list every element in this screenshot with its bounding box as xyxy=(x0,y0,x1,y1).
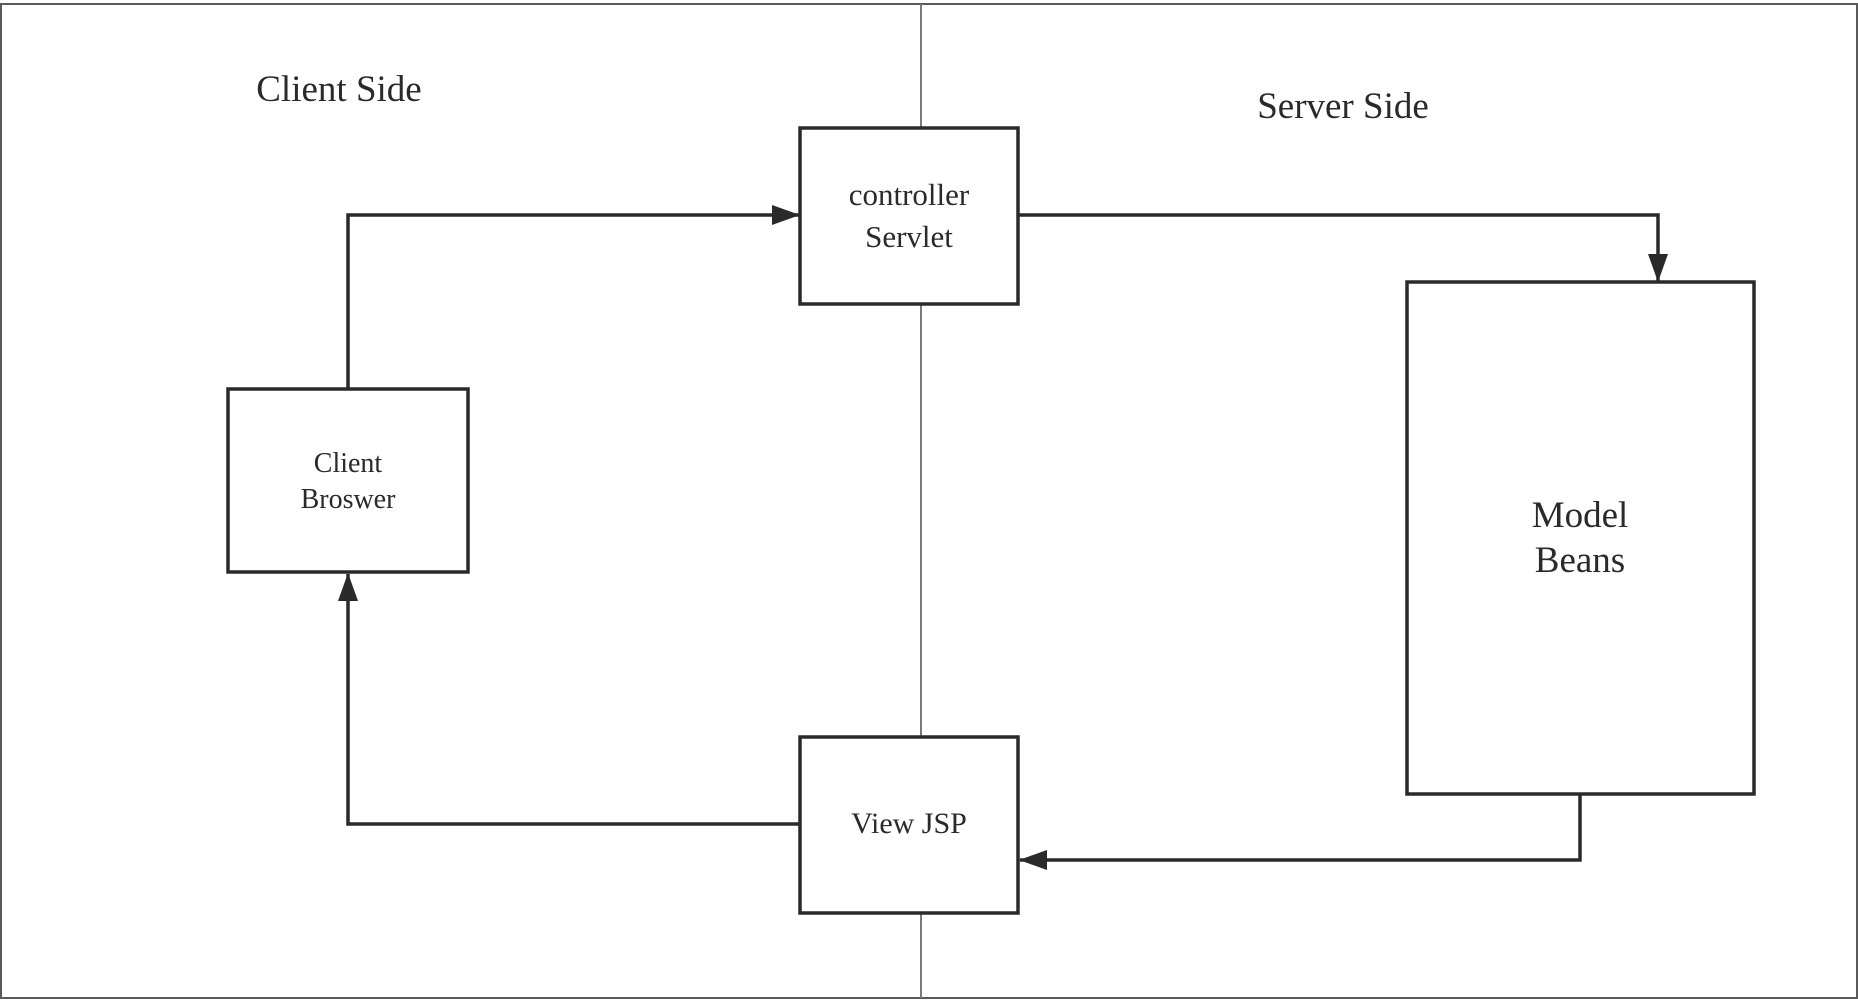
client-side-label: Client Side xyxy=(256,69,421,110)
view-jsp-label: View JSP xyxy=(851,807,967,840)
model-beans-node[interactable]: Model Beans xyxy=(1405,280,1756,796)
browser-label: Broswer xyxy=(301,484,397,515)
server-side-label: Server Side xyxy=(1257,86,1429,127)
edge-model-to-view xyxy=(1019,795,1582,870)
model-beans-box xyxy=(1405,280,1756,796)
model-label: Model xyxy=(1532,495,1629,536)
servlet-label: Servlet xyxy=(865,219,953,254)
controller-label: controller xyxy=(849,177,970,212)
controller-servlet-node[interactable]: controller Servlet xyxy=(798,126,1020,306)
edge-controller-to-model xyxy=(1018,213,1668,282)
client-browser-box xyxy=(226,387,470,574)
view-jsp-box xyxy=(798,735,1020,915)
edge-browser-to-controller xyxy=(346,205,800,388)
beans-label: Beans xyxy=(1535,540,1625,581)
edge-view-to-browser xyxy=(338,573,800,826)
diagram-frame xyxy=(0,3,1858,999)
client-browser-node[interactable]: Client Broswer xyxy=(226,387,470,574)
controller-servlet-box xyxy=(798,126,1020,306)
view-jsp-node[interactable]: View JSP xyxy=(798,735,1020,915)
client-label: Client xyxy=(314,448,383,479)
